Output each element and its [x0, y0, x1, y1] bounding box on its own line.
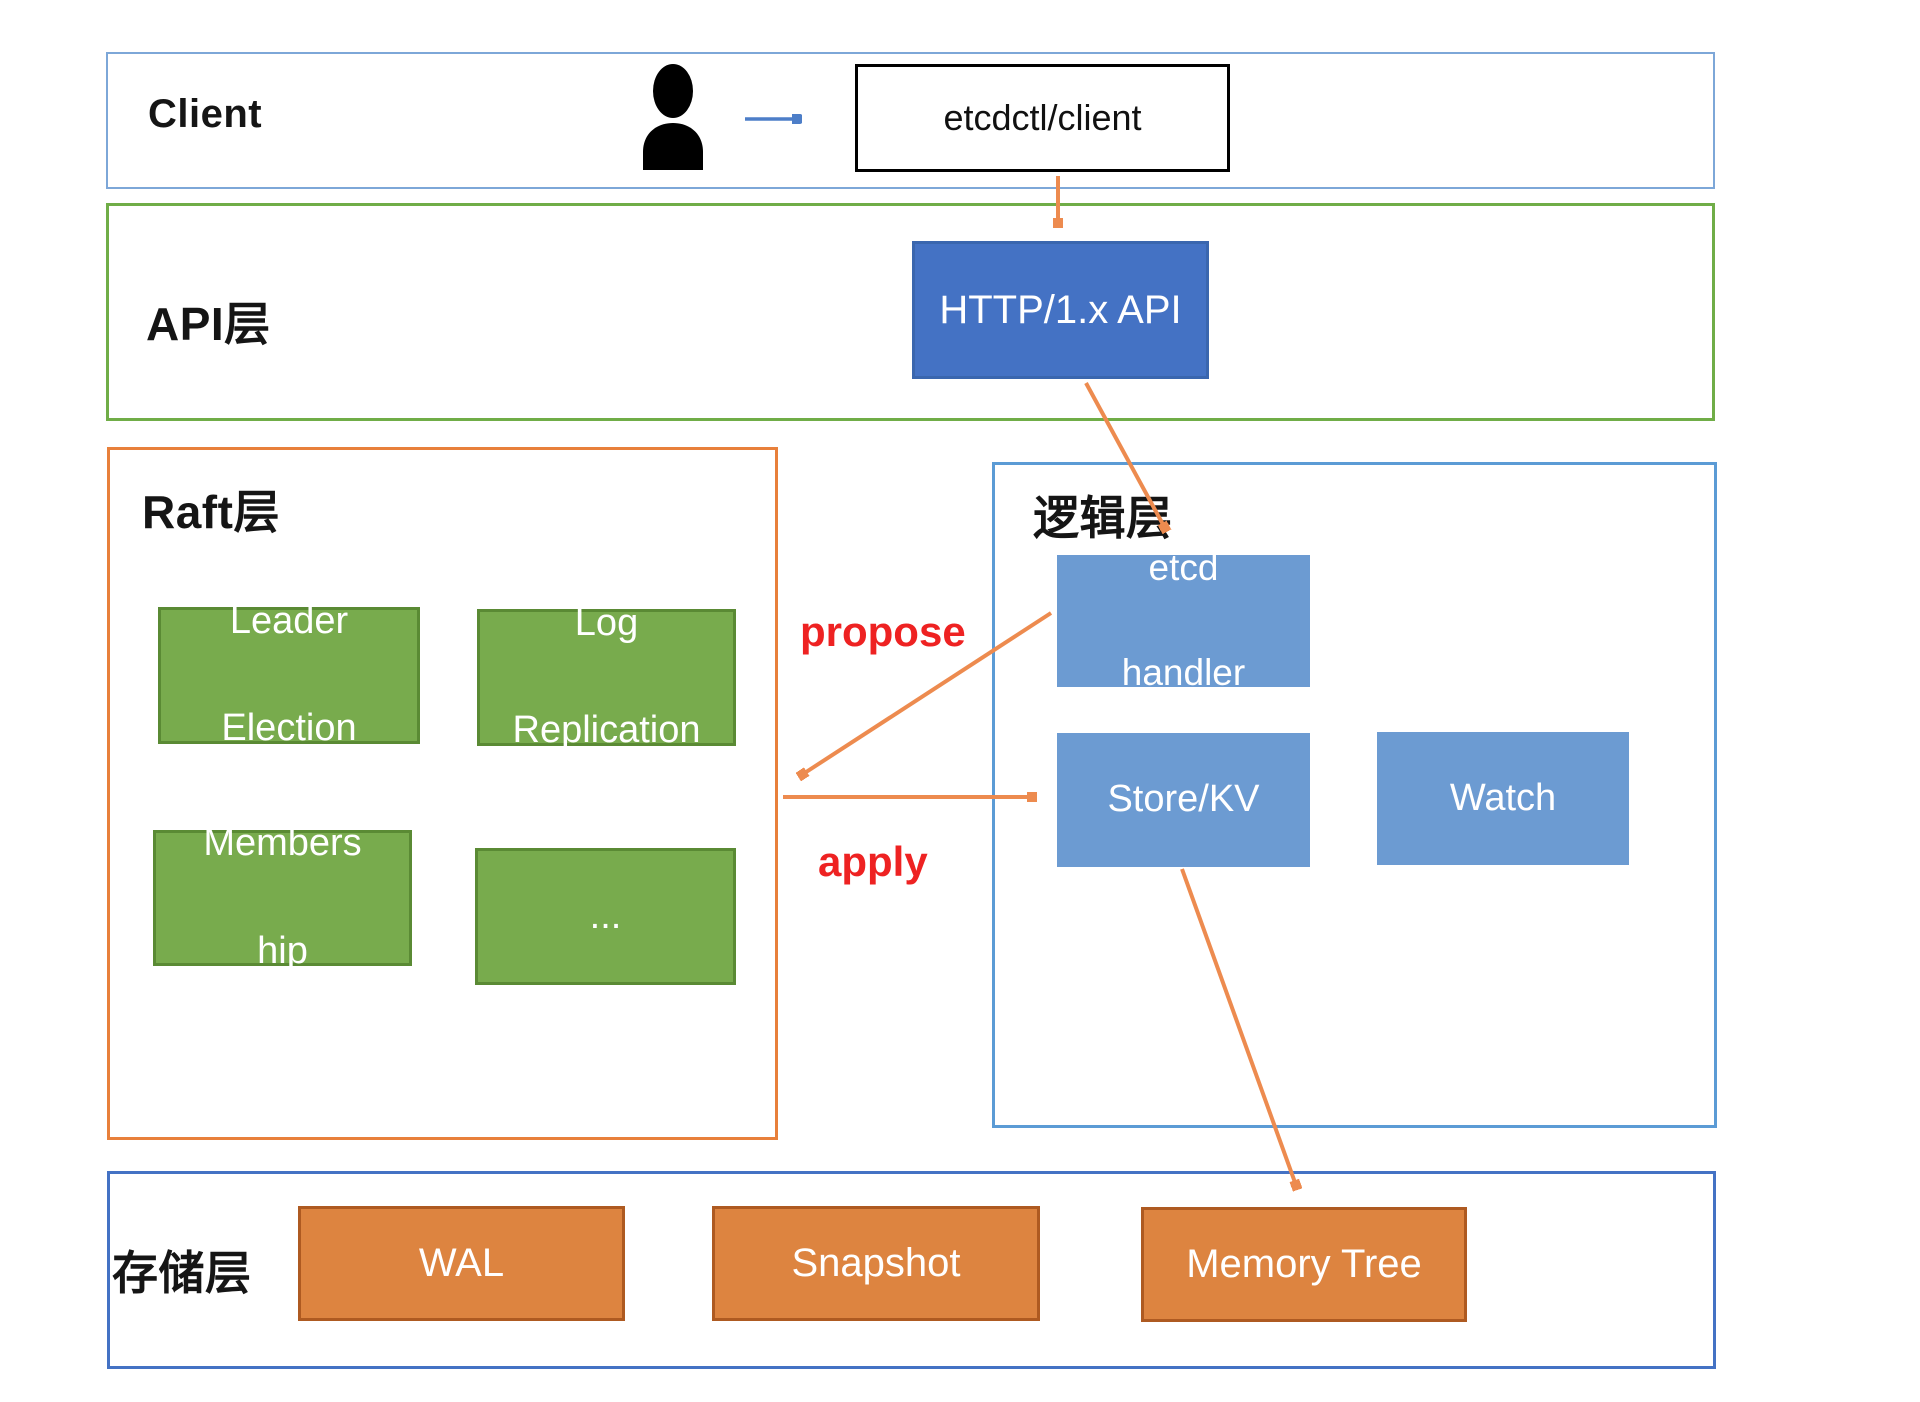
store-kv-node: Store/KV — [1057, 733, 1310, 867]
etcdctl-client-label: etcdctl/client — [943, 97, 1142, 139]
client-layer-label: Client — [148, 92, 263, 136]
etcdctl-client-node: etcdctl/client — [855, 64, 1230, 172]
raft-layer-label: Raft层 — [142, 486, 280, 538]
http-api-label: HTTP/1.x API — [939, 287, 1182, 332]
wal-label: WAL — [418, 1241, 505, 1286]
membership-label-line1: Members — [203, 822, 362, 865]
api-layer-label: API层 — [146, 298, 271, 350]
leader-election-label-line1: Leader — [229, 599, 349, 642]
etcd-handler-label-line1: etcd — [1148, 547, 1219, 589]
log-replication-node: Log Replication — [477, 602, 736, 751]
watch-label: Watch — [1449, 776, 1557, 819]
watch-node: Watch — [1377, 732, 1629, 865]
wal-node: WAL — [298, 1206, 625, 1321]
raft-layer-box — [107, 447, 778, 1140]
snapshot-node: Snapshot — [712, 1206, 1040, 1321]
etcd-handler-node: etcd handler — [1057, 547, 1310, 693]
logic-layer-label: 逻辑层 — [1033, 492, 1173, 544]
etcd-handler-label-line2: handler — [1121, 652, 1246, 694]
more-label: ... — [589, 894, 622, 937]
person-icon — [643, 64, 703, 170]
client-layer-box — [106, 52, 1715, 189]
memory-tree-label: Memory Tree — [1186, 1242, 1422, 1287]
leader-election-node: Leader Election — [158, 600, 420, 749]
snapshot-label: Snapshot — [791, 1241, 961, 1286]
store-kv-label: Store/KV — [1107, 778, 1260, 821]
more-node: ... — [475, 848, 736, 985]
storage-layer-label: 存储层 — [112, 1247, 252, 1299]
propose-edge-label: propose — [800, 608, 966, 655]
leader-election-label-line2: Election — [221, 707, 357, 750]
memory-tree-node: Memory Tree — [1141, 1207, 1467, 1322]
log-replication-label-line1: Log — [574, 601, 639, 644]
http-api-node: HTTP/1.x API — [912, 241, 1209, 379]
api-layer-box — [106, 203, 1715, 421]
apply-edge-label: apply — [818, 838, 928, 885]
storage-layer-box — [107, 1171, 1716, 1369]
membership-label-line2: hip — [257, 929, 308, 972]
membership-node: Members hip — [153, 822, 412, 972]
log-replication-label-line2: Replication — [512, 709, 701, 752]
